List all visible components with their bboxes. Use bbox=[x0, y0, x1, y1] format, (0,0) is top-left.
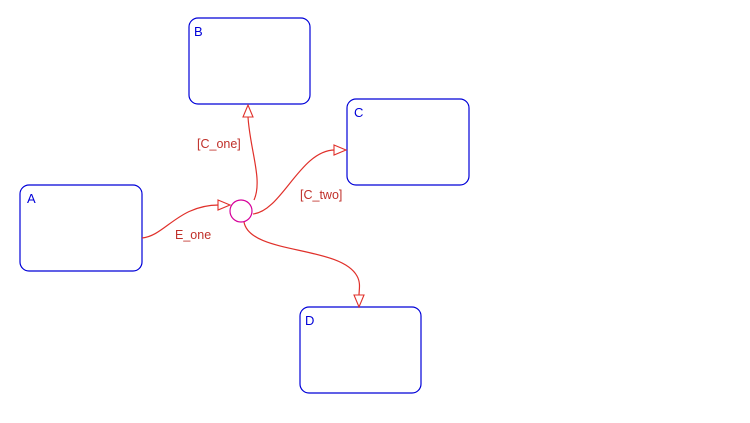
transition-junction-to-c-arrowhead bbox=[333, 144, 348, 156]
transition-a-to-junction-arrowhead bbox=[217, 199, 232, 211]
transition-junction-to-b-label: [C_one] bbox=[197, 137, 241, 151]
state-b-label: B bbox=[194, 24, 203, 39]
transition-a-to-junction[interactable]: E_one bbox=[141, 199, 232, 242]
transition-junction-to-c-label: [C_two] bbox=[300, 188, 342, 202]
state-c-label: C bbox=[354, 105, 363, 120]
connective-junction[interactable] bbox=[229, 199, 253, 223]
state-c-box[interactable] bbox=[346, 98, 470, 186]
state-d-label: D bbox=[305, 313, 314, 328]
state-c[interactable]: C bbox=[346, 98, 470, 186]
transition-junction-to-c[interactable]: [C_two] bbox=[252, 144, 348, 215]
transition-junction-to-b[interactable]: [C_one] bbox=[197, 103, 258, 201]
transition-junction-to-d-path[interactable] bbox=[243, 221, 361, 296]
state-d-box[interactable] bbox=[299, 306, 422, 394]
transition-a-to-junction-path[interactable] bbox=[141, 204, 220, 239]
transition-junction-to-b-path[interactable] bbox=[247, 116, 258, 201]
state-d[interactable]: D bbox=[299, 306, 422, 394]
transition-junction-to-d[interactable] bbox=[243, 221, 365, 309]
transition-junction-to-d-arrowhead bbox=[353, 294, 365, 309]
state-b[interactable]: B bbox=[188, 17, 311, 105]
state-b-box[interactable] bbox=[188, 17, 311, 105]
state-a-label: A bbox=[27, 191, 36, 206]
state-a-box[interactable] bbox=[19, 184, 143, 272]
transition-junction-to-b-arrowhead bbox=[242, 103, 254, 118]
state-a[interactable]: A bbox=[19, 184, 143, 272]
transition-a-to-junction-label: E_one bbox=[175, 228, 211, 242]
transition-junction-to-c-path[interactable] bbox=[252, 149, 336, 215]
